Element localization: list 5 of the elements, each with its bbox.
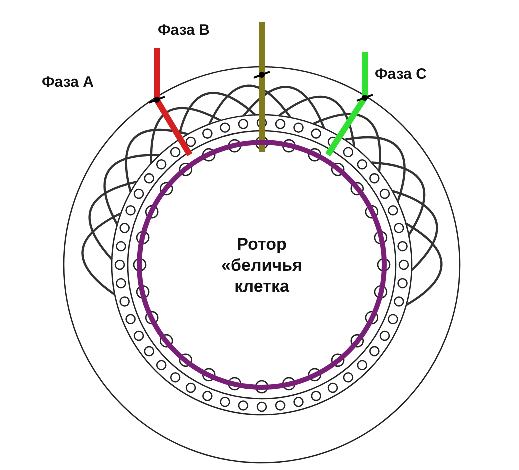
rotor-label: Ротор «беличья клетка	[220, 234, 304, 296]
phase-label: Фаза В	[158, 22, 210, 39]
rotor-circle	[137, 140, 387, 390]
phase-label: Фаза А	[42, 74, 94, 91]
phase-label: Фаза С	[375, 66, 427, 83]
